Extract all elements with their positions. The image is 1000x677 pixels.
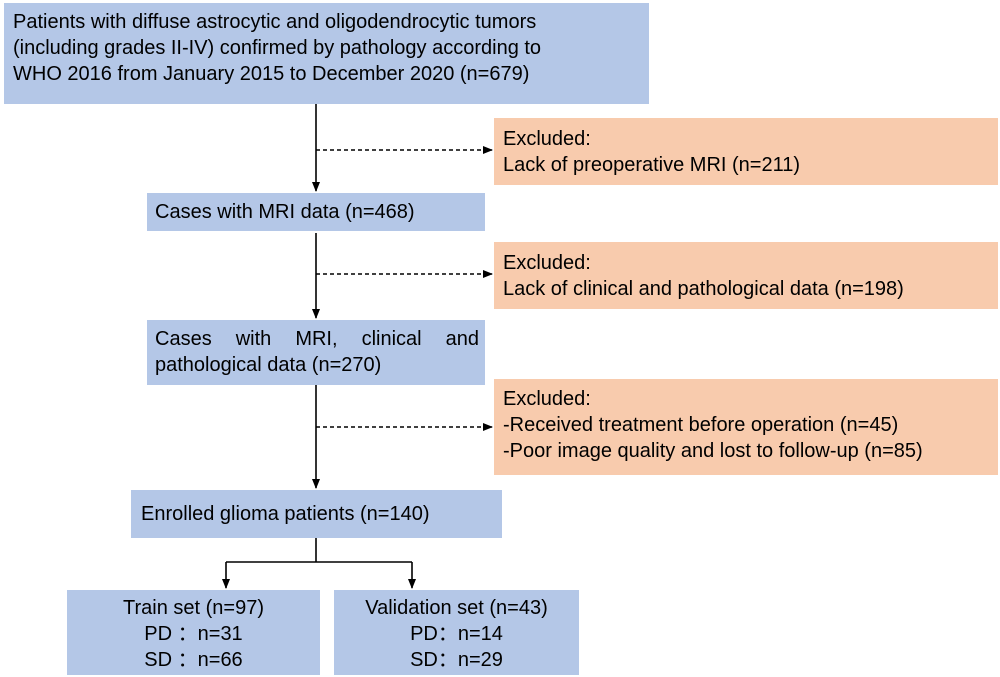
box-cases-mri: Cases with MRI data (n=468) <box>147 193 485 231</box>
box-train-set: Train set (n=97) PD ：n=31 SD ：n=66 <box>67 590 320 675</box>
excluded3-heading: Excluded: <box>503 388 591 410</box>
train-set-title: Train set (n=97) <box>123 597 264 619</box>
box-enrolled-patients: Enrolled glioma patients (n=140) <box>131 490 502 538</box>
box-enrolled-patients-label: Enrolled glioma patients (n=140) <box>141 503 430 525</box>
box-cases-mri-clinical-line-1: Cases with MRI, clinical and <box>155 328 479 350</box>
box-all-patients-line-1: Patients with diffuse astrocytic and oli… <box>13 11 537 33</box>
box-cases-mri-clinical-line-2: pathological data (n=270) <box>155 354 382 376</box>
box-validation-set: Validation set (n=43) PD：n=14 SD：n=29 <box>334 590 579 675</box>
box-excluded-no-clinical: Excluded: Lack of clinical and pathologi… <box>494 242 998 309</box>
box-all-patients: Patients with diffuse astrocytic and oli… <box>4 3 649 104</box>
train-set-sd: SD ：n=66 <box>144 649 243 671</box>
excluded3-reason-1: -Received treatment before operation (n=… <box>503 414 899 436</box>
validation-set-sd: SD：n=29 <box>410 649 503 671</box>
box-all-patients-line-3: WHO 2016 from January 2015 to December 2… <box>13 63 530 85</box>
excluded2-reason: Lack of clinical and pathological data (… <box>503 278 904 300</box>
box-cases-mri-clinical: Cases with MRI, clinical and pathologica… <box>147 320 485 385</box>
train-set-pd: PD ：n=31 <box>144 623 243 645</box>
excluded1-reason: Lack of preoperative MRI (n=211) <box>503 154 801 176</box>
box-cases-mri-label: Cases with MRI data (n=468) <box>155 201 415 223</box>
box-excluded-no-mri: Excluded: Lack of preoperative MRI (n=21… <box>494 118 998 185</box>
validation-set-title: Validation set (n=43) <box>365 597 548 619</box>
excluded2-heading: Excluded: <box>503 252 591 274</box>
box-excluded-treatment-quality: Excluded: -Received treatment before ope… <box>494 379 998 475</box>
box-all-patients-line-2: (including grades II-IV) confirmed by pa… <box>13 37 542 59</box>
validation-set-pd: PD：n=14 <box>410 623 503 645</box>
excluded3-reason-2: -Poor image quality and lost to follow-u… <box>503 440 923 462</box>
excluded1-heading: Excluded: <box>503 128 591 150</box>
